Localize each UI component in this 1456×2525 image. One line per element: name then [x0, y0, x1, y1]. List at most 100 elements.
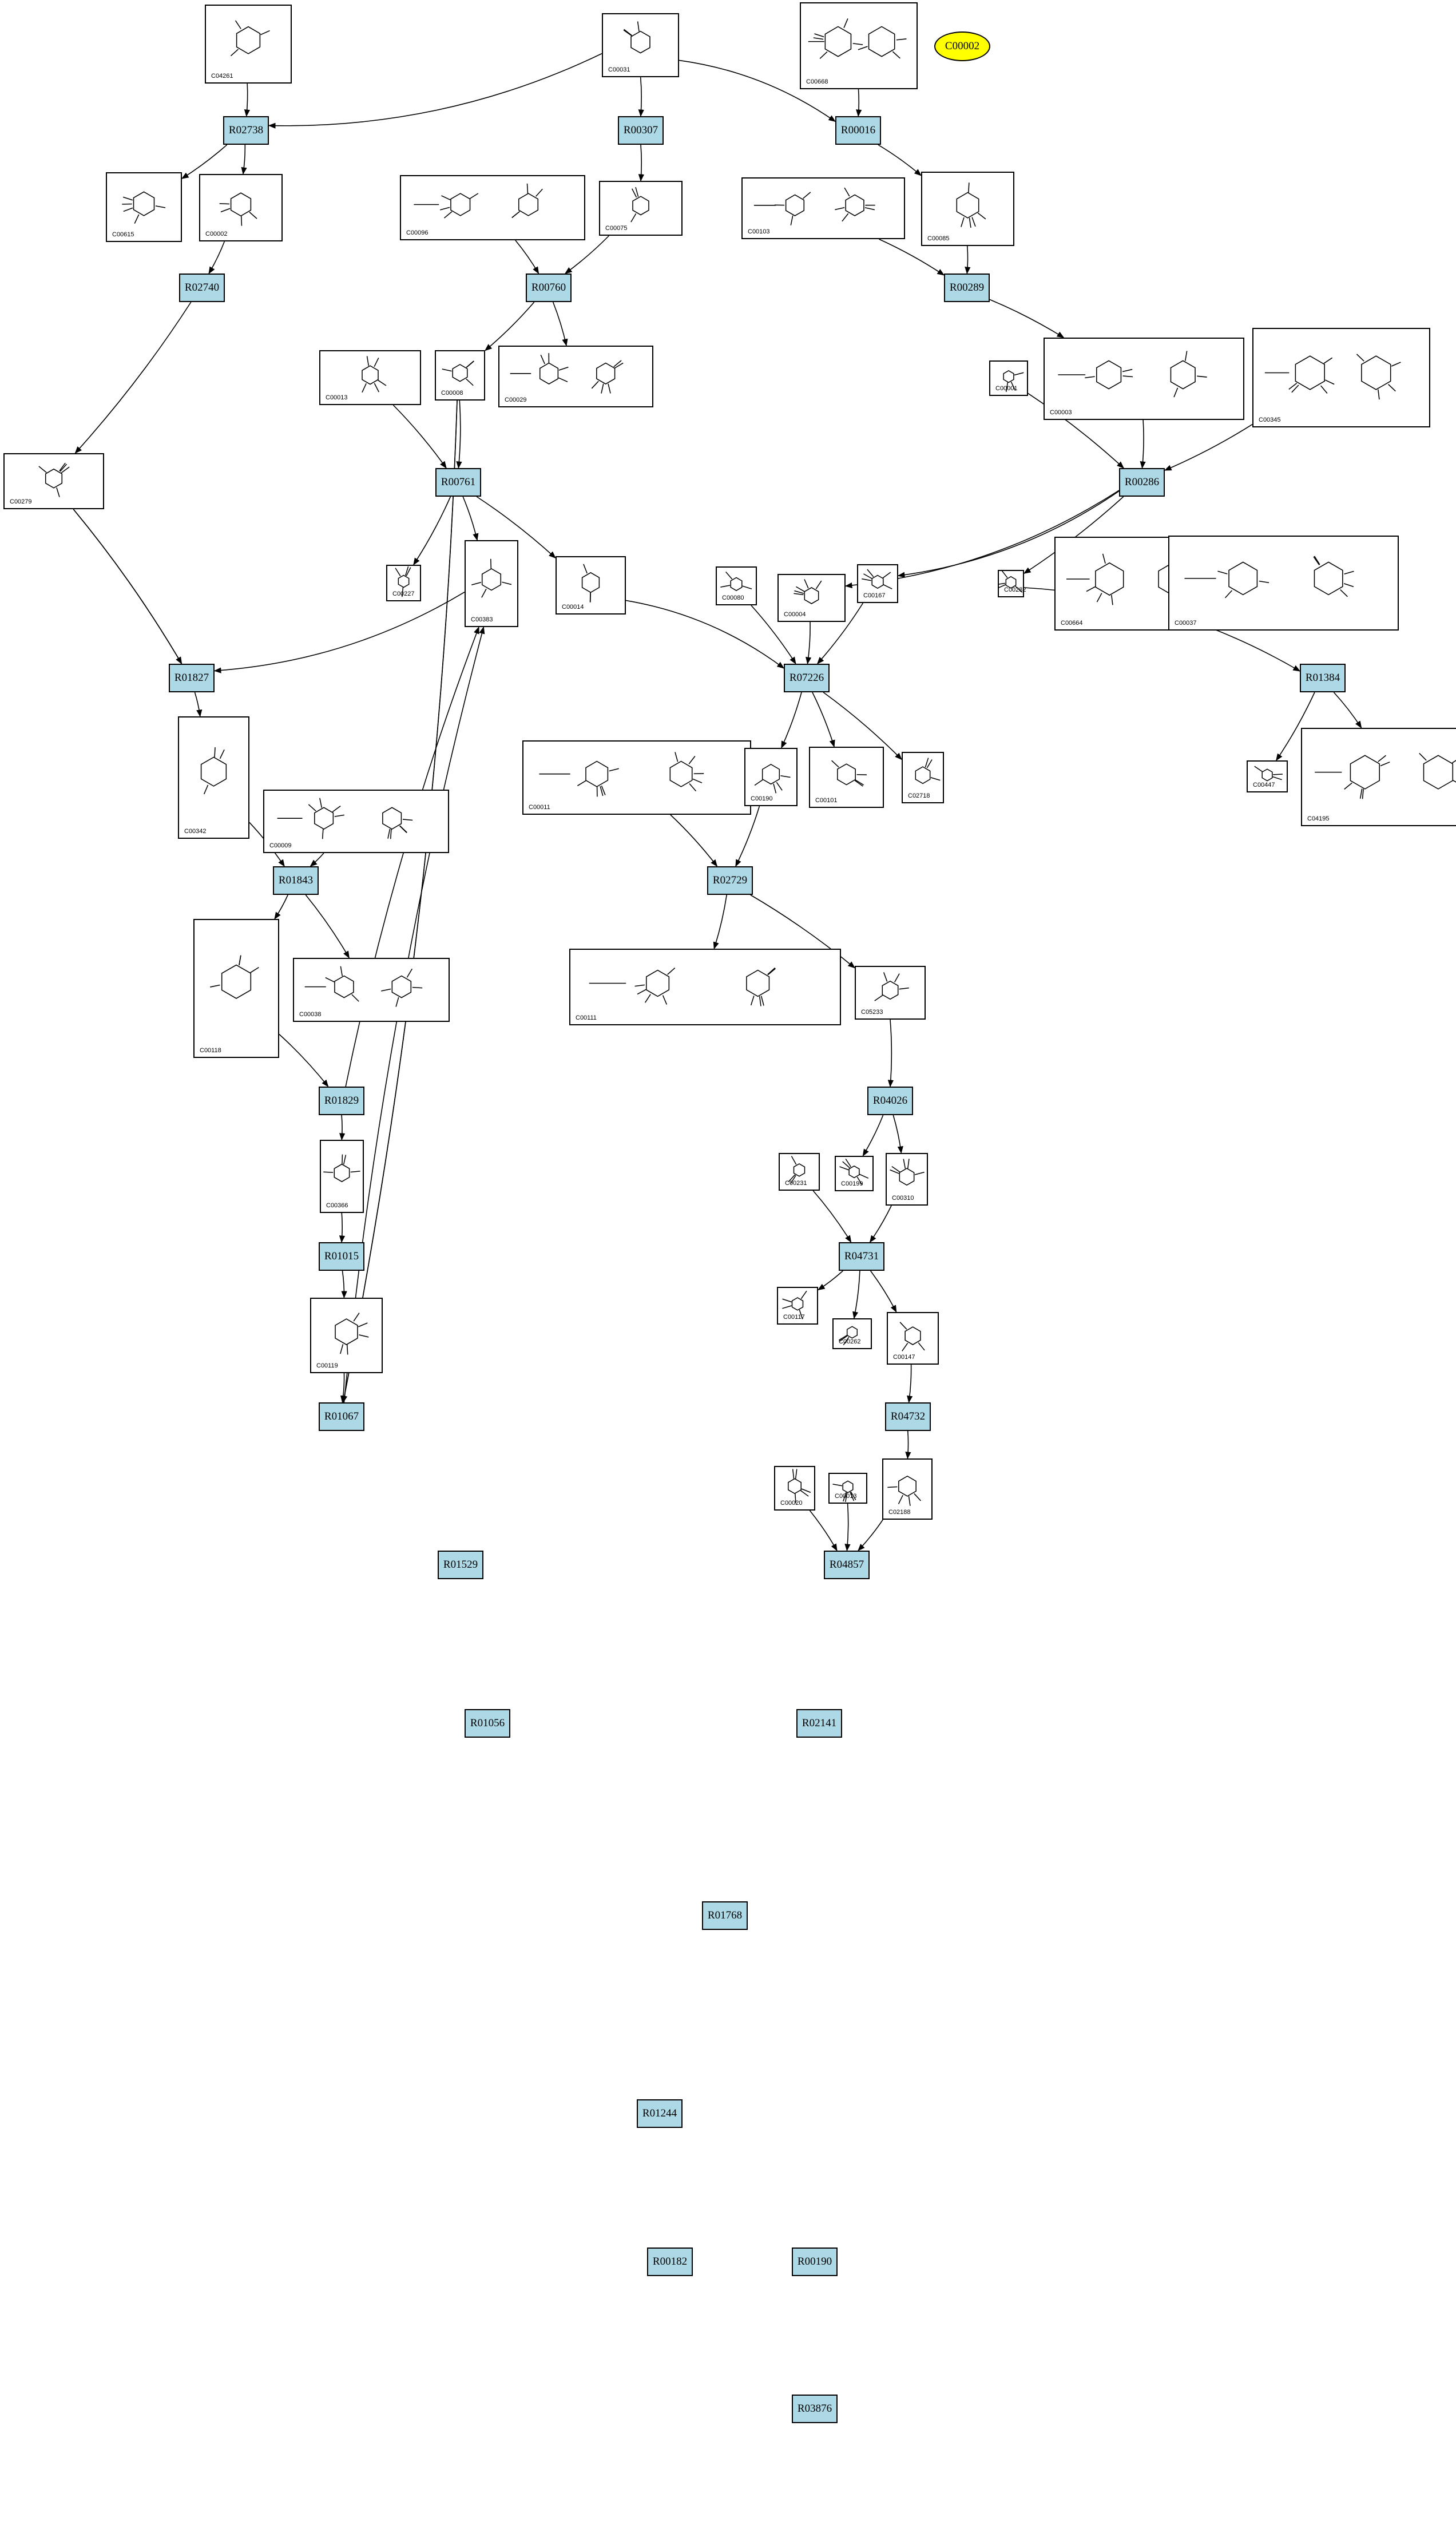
compound-c00118[interactable]: C00118	[193, 919, 279, 1058]
structure-icon	[623, 21, 650, 54]
compound-c00119[interactable]: C00119	[310, 1298, 383, 1373]
edge	[208, 241, 225, 275]
compound-c00013[interactable]: C00013	[828, 1473, 867, 1504]
structure-icon	[899, 1322, 925, 1351]
edge	[679, 60, 836, 122]
compound-c00008[interactable]: C00008	[435, 350, 485, 401]
compound-c00668[interactable]: C00668	[800, 2, 918, 89]
reaction-r00190[interactable]: R00190	[792, 2247, 838, 2276]
reaction-r01244[interactable]: R01244	[637, 2099, 683, 2128]
compound-c00004[interactable]: C00004	[777, 574, 846, 622]
compound-c00031[interactable]: C00031	[602, 13, 679, 77]
compound-c00262[interactable]: C00262	[832, 1318, 872, 1349]
compound-c00009[interactable]: C00009	[263, 790, 449, 853]
compound-c00342[interactable]: C00342	[178, 716, 249, 839]
compound-c00013[interactable]: C00013	[319, 350, 421, 405]
reaction-r01843[interactable]: R01843	[273, 866, 319, 895]
reaction-r01056[interactable]: R01056	[465, 1709, 510, 1738]
compound-c02188[interactable]: C02188	[882, 1458, 933, 1520]
compound-c00117[interactable]: C00117	[777, 1287, 818, 1325]
compound-c00029[interactable]: C00029	[498, 346, 653, 407]
compound-label: C00075	[605, 225, 628, 232]
reaction-r00182[interactable]: R00182	[647, 2247, 693, 2276]
compound-c00011[interactable]: C00011	[522, 740, 751, 815]
compound-c00096[interactable]: C00096	[400, 175, 585, 240]
reaction-r04731[interactable]: R04731	[839, 1242, 884, 1271]
reaction-r00307[interactable]: R00307	[618, 116, 664, 145]
compound-label: C04261	[211, 73, 233, 80]
structure-icon	[210, 955, 259, 999]
compound-label: C00262	[839, 1338, 861, 1345]
compound-c00366[interactable]: C00366	[320, 1140, 364, 1213]
compound-c00167[interactable]: C00167	[857, 564, 898, 603]
reaction-r01067[interactable]: R01067	[319, 1402, 364, 1431]
compound-label: C02718	[908, 792, 930, 799]
compound-c00002[interactable]: C00002	[199, 174, 283, 241]
compound-c00103[interactable]: C00103	[741, 177, 905, 239]
compound-c00190[interactable]: C00190	[744, 748, 798, 806]
edge	[735, 806, 760, 867]
reaction-r00286[interactable]: R00286	[1119, 468, 1165, 497]
reaction-r04026[interactable]: R04026	[867, 1087, 913, 1115]
reaction-r01829[interactable]: R01829	[319, 1087, 364, 1115]
edge	[878, 144, 922, 176]
reaction-r00760[interactable]: R00760	[526, 273, 572, 302]
compound-label: C00014	[562, 604, 584, 611]
compound-c00447[interactable]: C00447	[1247, 760, 1288, 792]
edge	[751, 605, 796, 665]
structure-icon	[788, 1156, 806, 1184]
compound-c00001[interactable]: C00001	[989, 360, 1028, 396]
reaction-r02738[interactable]: R02738	[223, 116, 269, 145]
compound-c00003[interactable]: C00003	[1044, 338, 1244, 420]
compound-c00383[interactable]: C00383	[465, 540, 518, 627]
structure-icon	[1315, 752, 1456, 799]
reaction-r00761[interactable]: R00761	[435, 468, 481, 497]
compound-c00080[interactable]: C00080	[716, 566, 757, 605]
reaction-r02141[interactable]: R02141	[796, 1709, 842, 1738]
highlighted-compound-c00002[interactable]: C00002	[934, 31, 990, 61]
compound-c00037[interactable]: C00037	[1168, 536, 1399, 631]
edge	[892, 1115, 903, 1154]
compound-c00310[interactable]: C00310	[886, 1153, 928, 1206]
compound-c00111[interactable]: C00111	[569, 949, 841, 1025]
reaction-r00289[interactable]: R00289	[944, 273, 990, 302]
structure-icon	[471, 558, 512, 598]
reaction-r04732[interactable]: R04732	[885, 1402, 931, 1431]
compound-c00085[interactable]: C00085	[921, 172, 1014, 246]
reaction-r01384[interactable]: R01384	[1300, 664, 1346, 692]
reaction-r01015[interactable]: R01015	[319, 1242, 364, 1271]
reaction-r01827[interactable]: R01827	[169, 664, 215, 692]
reaction-r01768[interactable]: R01768	[702, 1901, 748, 1930]
reaction-r02740[interactable]: R02740	[179, 273, 225, 302]
compound-c00615[interactable]: C00615	[106, 172, 182, 242]
compound-c00282[interactable]: C00282	[998, 570, 1026, 597]
compound-c00199[interactable]: C00199	[835, 1156, 874, 1191]
compound-c04261[interactable]: C04261	[205, 5, 292, 84]
compound-c00345[interactable]: C00345	[1252, 328, 1430, 427]
edge	[462, 496, 479, 541]
reaction-r02729[interactable]: R02729	[707, 866, 753, 895]
compound-label: C00227	[392, 590, 415, 597]
compound-c00147[interactable]: C00147	[887, 1312, 939, 1365]
compound-c00101[interactable]: C00101	[809, 747, 884, 808]
compound-c04195[interactable]: C04195	[1301, 728, 1456, 826]
compound-c05233[interactable]: C05233	[855, 966, 926, 1020]
compound-c00038[interactable]: C00038	[293, 958, 450, 1022]
compound-c00279[interactable]: C00279	[3, 453, 104, 509]
compound-c00014[interactable]: C00014	[556, 556, 626, 615]
compound-c00231[interactable]: C00231	[779, 1153, 820, 1191]
compound-c00075[interactable]: C00075	[599, 181, 683, 236]
compound-c00020[interactable]: C00020	[774, 1466, 815, 1511]
reaction-r01529[interactable]: R01529	[438, 1551, 483, 1579]
edge	[73, 509, 183, 665]
reaction-r03876[interactable]: R03876	[792, 2395, 838, 2423]
compound-c00227[interactable]: C00227	[386, 565, 421, 601]
reaction-r00016[interactable]: R00016	[835, 116, 881, 145]
compound-c02718[interactable]: C02718	[902, 752, 944, 803]
edge	[816, 602, 864, 664]
reaction-r04857[interactable]: R04857	[824, 1551, 870, 1579]
reaction-r07226[interactable]: R07226	[784, 664, 830, 692]
edge	[1027, 393, 1124, 469]
edge	[310, 853, 324, 867]
edge	[812, 692, 835, 748]
